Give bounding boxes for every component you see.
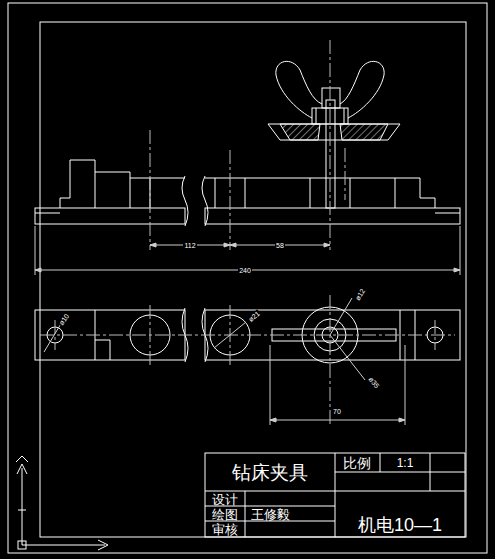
drawing-number: 机电10—1 (358, 516, 442, 534)
dimension-lines (35, 226, 460, 275)
dimension-text: 240 (238, 267, 252, 274)
table-cell: 设计 (212, 493, 238, 506)
dimension-text: 112 (183, 242, 196, 249)
title-text: 钻床夹具 (232, 463, 308, 482)
plan-view (35, 307, 460, 363)
leader-lines (44, 298, 405, 425)
dimension-text: 70 (333, 408, 341, 415)
table-cell: 比例 (343, 456, 371, 470)
table-cell: 绘图 (212, 508, 238, 521)
inner-frame (40, 22, 466, 537)
table-cell: 王修毅 (251, 508, 290, 521)
ucs-icon (16, 456, 108, 550)
front-view (35, 61, 460, 226)
center-lines (40, 295, 455, 425)
center-lines (150, 40, 345, 250)
dimension-text: 58 (275, 242, 285, 249)
table-cell: 审核 (212, 523, 238, 536)
title-block (205, 453, 465, 537)
outer-frame (8, 3, 487, 553)
table-cell: 1:1 (397, 457, 414, 469)
